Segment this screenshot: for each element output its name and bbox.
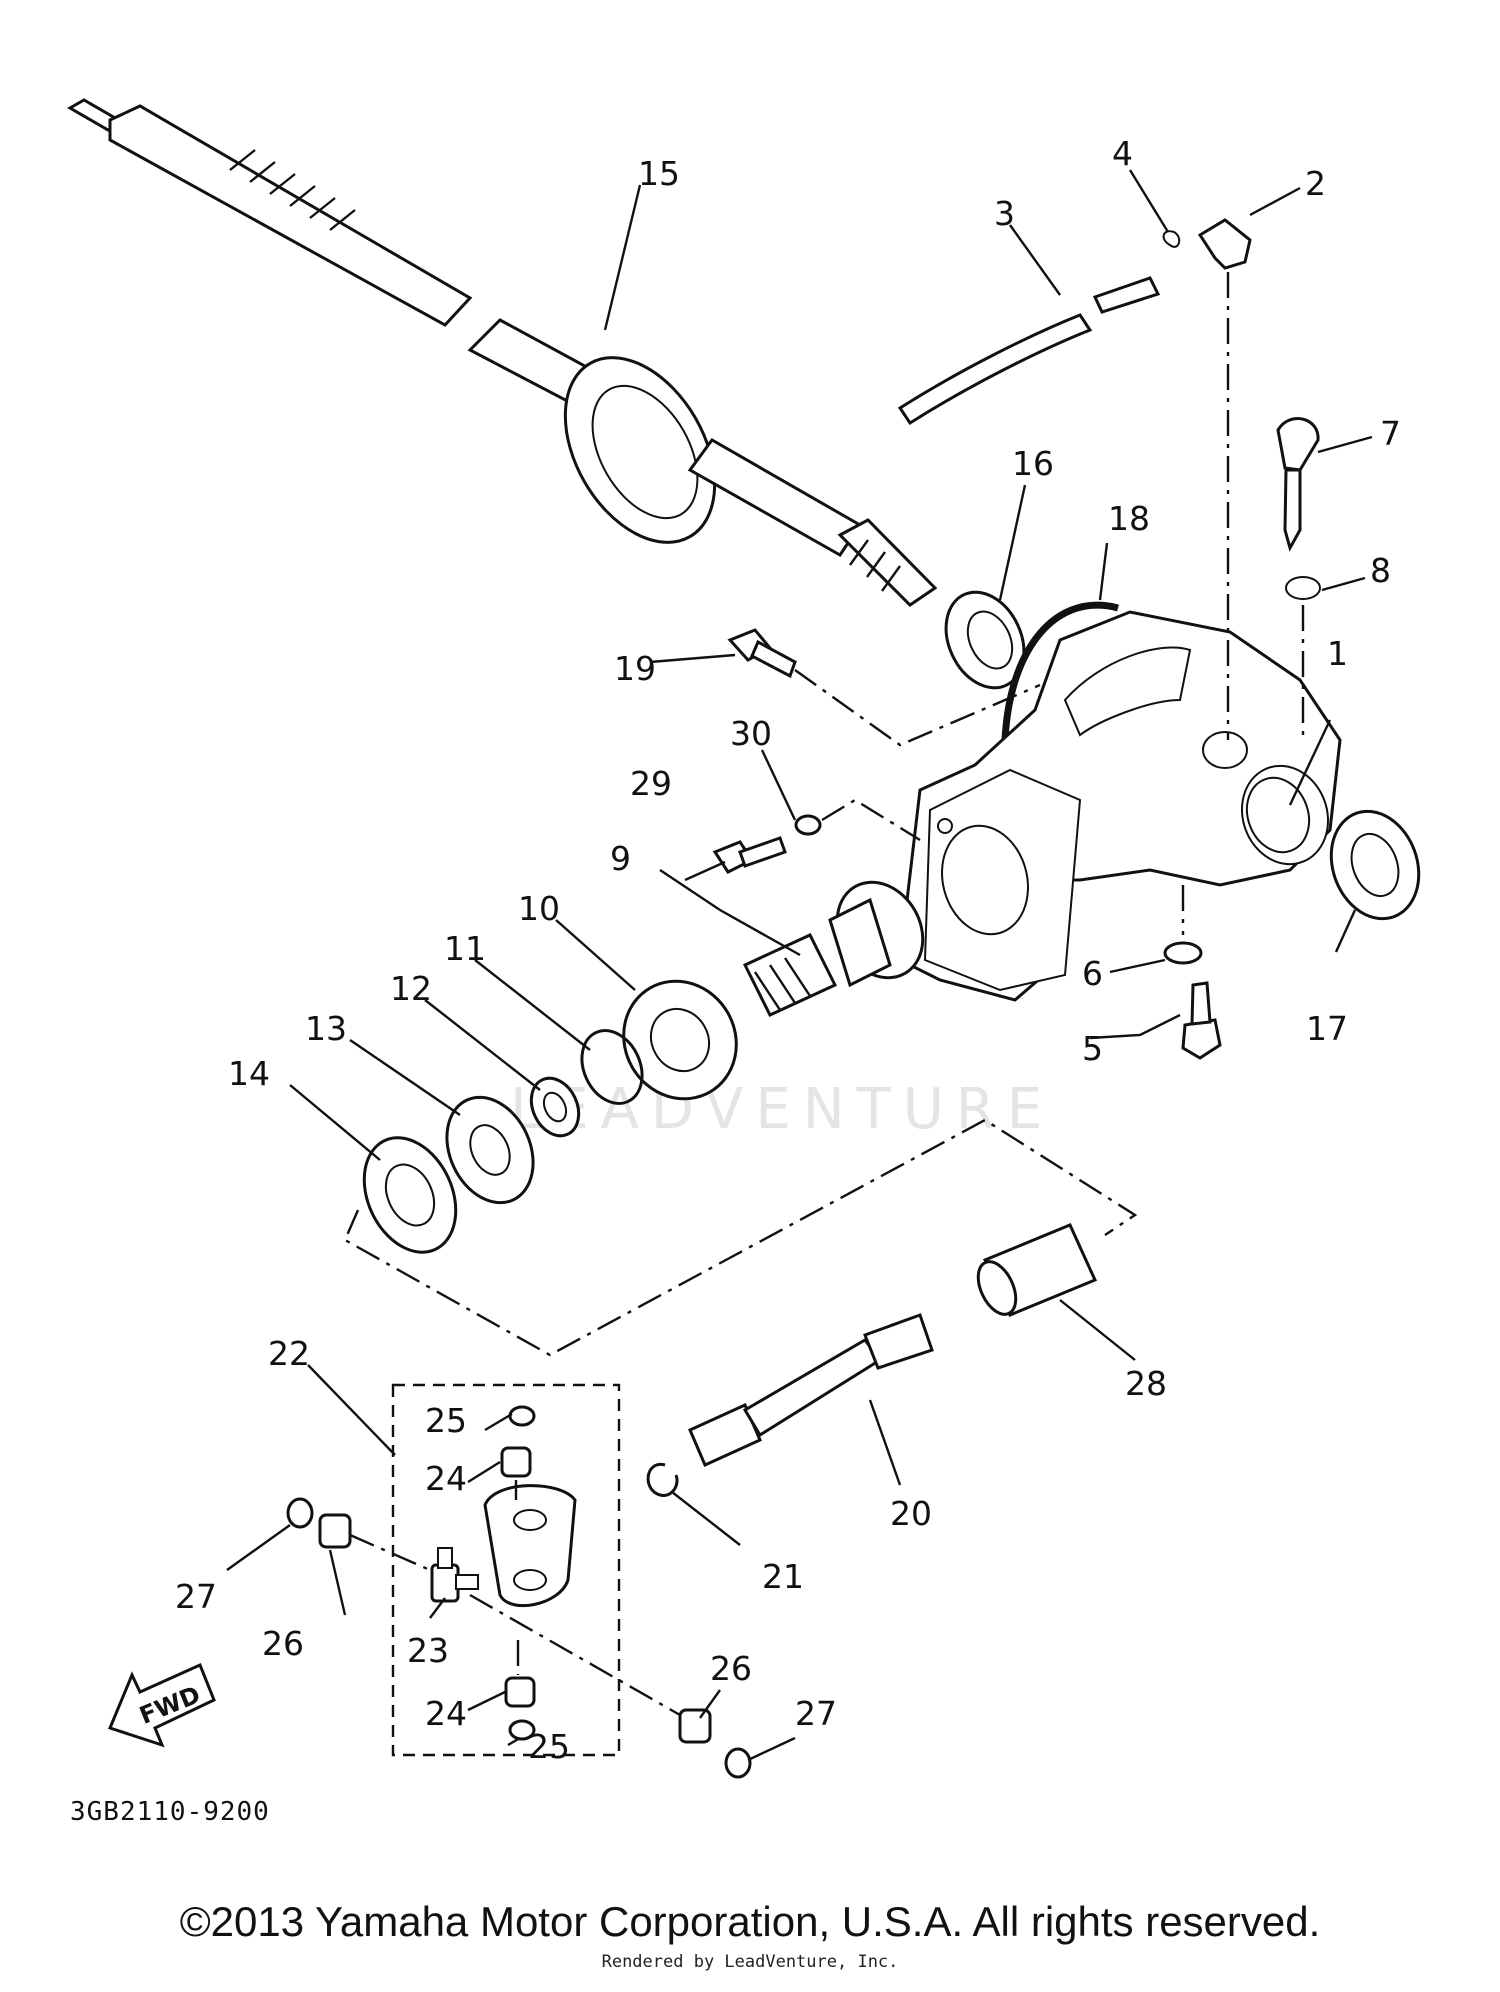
assembly-line-26-left xyxy=(349,1533,431,1572)
callout-27b: 27 xyxy=(795,1694,837,1733)
assembly-line-19 xyxy=(794,669,1041,747)
shim-11-part xyxy=(580,1029,644,1105)
side-seal-part xyxy=(1329,809,1421,921)
circlip-27-left-part xyxy=(286,1497,314,1529)
oil-seal-part xyxy=(944,590,1026,690)
callout-5: 5 xyxy=(1082,1029,1103,1068)
assembly-line-30 xyxy=(821,798,921,842)
leader-lines xyxy=(226,169,1373,1762)
callout-8: 8 xyxy=(1370,551,1391,590)
circlip-21-part xyxy=(646,1463,679,1497)
small-o-ring-part xyxy=(1285,576,1321,600)
callout-3: 3 xyxy=(994,194,1015,233)
fwd-arrow-icon: FWD xyxy=(107,1662,216,1748)
drain-bolt-part xyxy=(1181,981,1222,1060)
callout-1: 1 xyxy=(1327,634,1348,673)
gear-case-housing-part xyxy=(898,610,1342,1002)
drive-shaft-part xyxy=(688,1313,934,1467)
callout-25a: 25 xyxy=(425,1401,467,1440)
callout-29: 29 xyxy=(630,764,672,803)
oil-filler-bolt-part xyxy=(1276,417,1320,552)
callout-23: 23 xyxy=(407,1631,449,1670)
callout-17: 17 xyxy=(1306,1009,1348,1048)
callout-26b: 26 xyxy=(710,1649,752,1688)
callout-20: 20 xyxy=(890,1494,932,1533)
lock-washer-part xyxy=(794,814,822,836)
callout-26a: 26 xyxy=(262,1624,304,1663)
callout-24a: 24 xyxy=(425,1459,467,1498)
callout-9: 9 xyxy=(610,839,631,878)
drain-washer-part xyxy=(1163,941,1203,965)
circlip-27-right-part xyxy=(724,1747,752,1779)
callout-22: 22 xyxy=(268,1334,310,1373)
watermark-text: LEADVENTURE xyxy=(510,1077,1054,1142)
assembly-line-26-right xyxy=(469,1593,681,1717)
bearing-cup-24-bottom-part xyxy=(504,1676,536,1708)
callout-4: 4 xyxy=(1112,134,1133,173)
cross-spider-part xyxy=(430,1547,479,1603)
callout-11: 11 xyxy=(444,929,486,968)
assembly-line-shaft-group xyxy=(343,1118,1138,1357)
ring-nut-14-part xyxy=(362,1136,458,1254)
yoke-part xyxy=(483,1484,577,1608)
universal-joint-group-box xyxy=(391,1383,621,1757)
pinion-gear-part xyxy=(742,880,925,1017)
bearing-cup-26-left-part xyxy=(318,1513,352,1549)
bearing-cup-24-top-part xyxy=(500,1446,532,1478)
callout-10: 10 xyxy=(518,889,560,928)
callout-14: 14 xyxy=(228,1054,270,1093)
rendered-by-notice: Rendered by LeadVenture, Inc. xyxy=(601,1952,899,1972)
bearing-13-part xyxy=(445,1095,535,1205)
part-code: 3GB2110-9200 xyxy=(70,1797,270,1827)
callout-24b: 24 xyxy=(425,1694,467,1733)
callout-27a: 27 xyxy=(175,1577,217,1616)
callout-13: 13 xyxy=(305,1009,347,1048)
bolt-29-part xyxy=(712,836,787,874)
bolt-19-part xyxy=(727,628,797,679)
callout-2: 2 xyxy=(1305,164,1326,203)
circlip-25-bottom-part xyxy=(508,1719,536,1741)
callout-7: 7 xyxy=(1380,414,1401,453)
callout-21: 21 xyxy=(762,1557,804,1596)
breather-hose-part xyxy=(897,218,1252,426)
callout-28: 28 xyxy=(1125,1364,1167,1403)
bearing-cup-26-right-part xyxy=(678,1708,712,1744)
bearing-10-part xyxy=(622,979,738,1101)
callout-30: 30 xyxy=(730,714,772,753)
circlip-25-top-part xyxy=(508,1405,536,1427)
callout-16: 16 xyxy=(1012,444,1054,483)
axle-shaft-part xyxy=(66,98,938,607)
copyright-notice: ©2013 Yamaha Motor Corporation, U.S.A. A… xyxy=(179,1898,1321,1945)
callout-25b: 25 xyxy=(528,1727,570,1766)
collar-12-part xyxy=(529,1076,581,1138)
callout-19: 19 xyxy=(614,649,656,688)
callout-15: 15 xyxy=(638,154,680,193)
callout-12: 12 xyxy=(390,969,432,1008)
coupling-28-part xyxy=(976,1223,1098,1317)
callout-18: 18 xyxy=(1108,499,1150,538)
o-ring-part xyxy=(1001,601,1119,771)
callout-6: 6 xyxy=(1082,954,1103,993)
